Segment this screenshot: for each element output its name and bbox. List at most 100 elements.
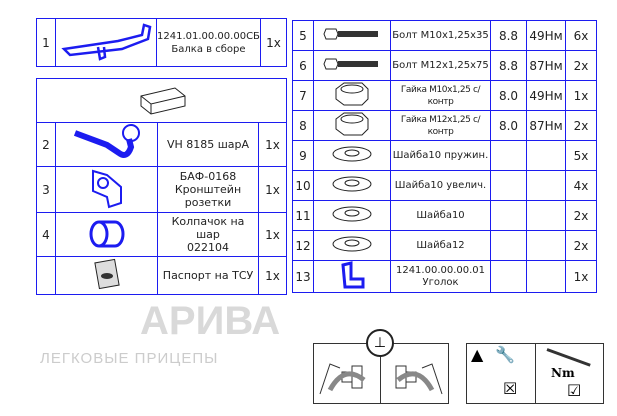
strength-class: 8.8 [490,20,527,51]
item-number: 9 [292,140,314,171]
item-number: 4 [36,212,56,257]
item-number: 1 [36,18,56,67]
item-qty: 6x [565,20,597,51]
watermark-brand: АРИВА [140,299,281,343]
torque-label: Nm [551,366,575,380]
bolt-icon [313,20,391,51]
table-row: 10 Шайба10 увелич. 4x [292,170,597,201]
item-name: Болт М10х1,25х35 [392,29,489,41]
table-row: 8 Гайка М12х1,25 с/контр 8.0 87Нм 2x [292,110,597,141]
item-number: 2 [36,122,56,167]
item-qty: 1x [258,122,287,167]
item-number: 5 [292,20,314,51]
item-qty: 2x [565,200,597,231]
torque-value [526,200,566,231]
strength-class [490,170,527,201]
table-row: 12 Шайба12 2x [292,230,597,261]
table-row: 5 Болт М10х1,25х35 8.8 49Нм 6x [292,20,597,51]
item-name: Шайба10 увелич. [394,179,487,191]
item-number [36,256,56,295]
assembly-name: Балка в сборе [171,43,246,55]
item-number: 3 [36,166,56,213]
item-number: 6 [292,50,314,81]
item-name: БАФ-0168 [179,170,237,183]
torque-value: 49Нм [526,20,566,51]
strength-class [490,140,527,171]
item-name: Шайба10 [416,209,465,221]
washer-icon [313,170,391,201]
nut-icon [313,110,391,141]
item-number: 8 [292,110,314,141]
item-qty: 1x [565,80,597,111]
table-row: 11 Шайба10 2x [292,200,597,231]
bolt-icon [313,50,391,81]
table-row: 7 Гайка М10х1,25 с/контр 8.0 49Нм 1x [292,80,597,111]
beam-image [55,18,157,67]
item-number: 13 [292,260,314,293]
nut-icon [313,80,391,111]
towbar-ball-icon [55,122,158,167]
item-qty: 4x [565,170,597,201]
item-qty: 2x [565,50,597,81]
item-qty: 2x [565,230,597,261]
item-name: Гайка М10х1,25 с/контр [400,84,481,107]
torque-value [526,260,566,293]
item-name: 1241.00.00.00.01 [395,264,486,276]
item-desc: Кронштейн розетки [174,183,242,209]
strength-class: 8.0 [490,80,527,111]
allowed-icon: ☑ [567,381,582,400]
table-row: 9 Шайба10 пружин. 5x [292,140,597,171]
table-row: 6 Болт М12х1,25х75 8.8 87Нм 2x [292,50,597,81]
item-qty: 1x [258,166,287,213]
torque-check-icon: ⊥ [366,329,394,357]
impact-wrench-icon: 🔧 [495,345,515,364]
item-qty: 5x [565,140,597,171]
washer-icon [313,200,391,231]
item-qty: 1x [258,256,287,295]
item-name: Гайка М12х1,25 с/контр [400,114,481,137]
torque-value [526,170,566,201]
ball-cap-icon [55,212,158,257]
item-qty: 2x [565,110,597,141]
item-name: Шайба10 пружин. [392,149,489,161]
torque-value: 49Нм [526,80,566,111]
strength-class [490,260,527,293]
forbidden-icon: ☒ [503,379,518,398]
assembly-table: 1 1241.01.00.00.00СБ Балка в сборе 1x [36,18,288,67]
item-name: VH 8185 шарА [157,122,259,167]
passport-icon [55,256,158,295]
torque-value [526,140,566,171]
box-icon [36,78,287,123]
tool-instruction: ▲ 🔧 ☒ Nm ☑ [466,343,604,404]
strength-class [490,230,527,261]
wrench-tightening-icon [319,363,443,395]
strength-class: 8.8 [490,50,527,81]
item-desc: 022104 [187,241,229,254]
watermark-tagline: ЛЕГКОВЫЕ ПРИЦЕПЫ [40,350,219,367]
torque-value [526,230,566,261]
item-name: Паспорт на ТСУ [157,256,259,295]
warning-icon: ▲ [471,345,484,364]
washer-icon [313,230,391,261]
washer-icon [313,140,391,171]
item-qty: 1x [565,260,597,293]
item-desc: Уголок [422,276,459,288]
item-name: Шайба12 [416,239,465,251]
item-qty: 1x [258,212,287,257]
assembly-code: 1241.01.00.00.00СБ [157,30,260,42]
strength-class: 8.0 [490,110,527,141]
bracket-icon [313,260,391,293]
torque-value: 87Нм [526,110,566,141]
torque-wrench-icon [546,348,591,367]
beam-icon [61,23,152,61]
item-number: 10 [292,170,314,201]
torque-value: 87Нм [526,50,566,81]
item-number: 12 [292,230,314,261]
item-number: 7 [292,80,314,111]
socket-bracket-icon [55,166,158,213]
item-name: Колпачок на шар [171,215,245,241]
assembly-qty: 1x [259,18,288,67]
item-name: Болт М12х1,25х75 [392,59,489,71]
